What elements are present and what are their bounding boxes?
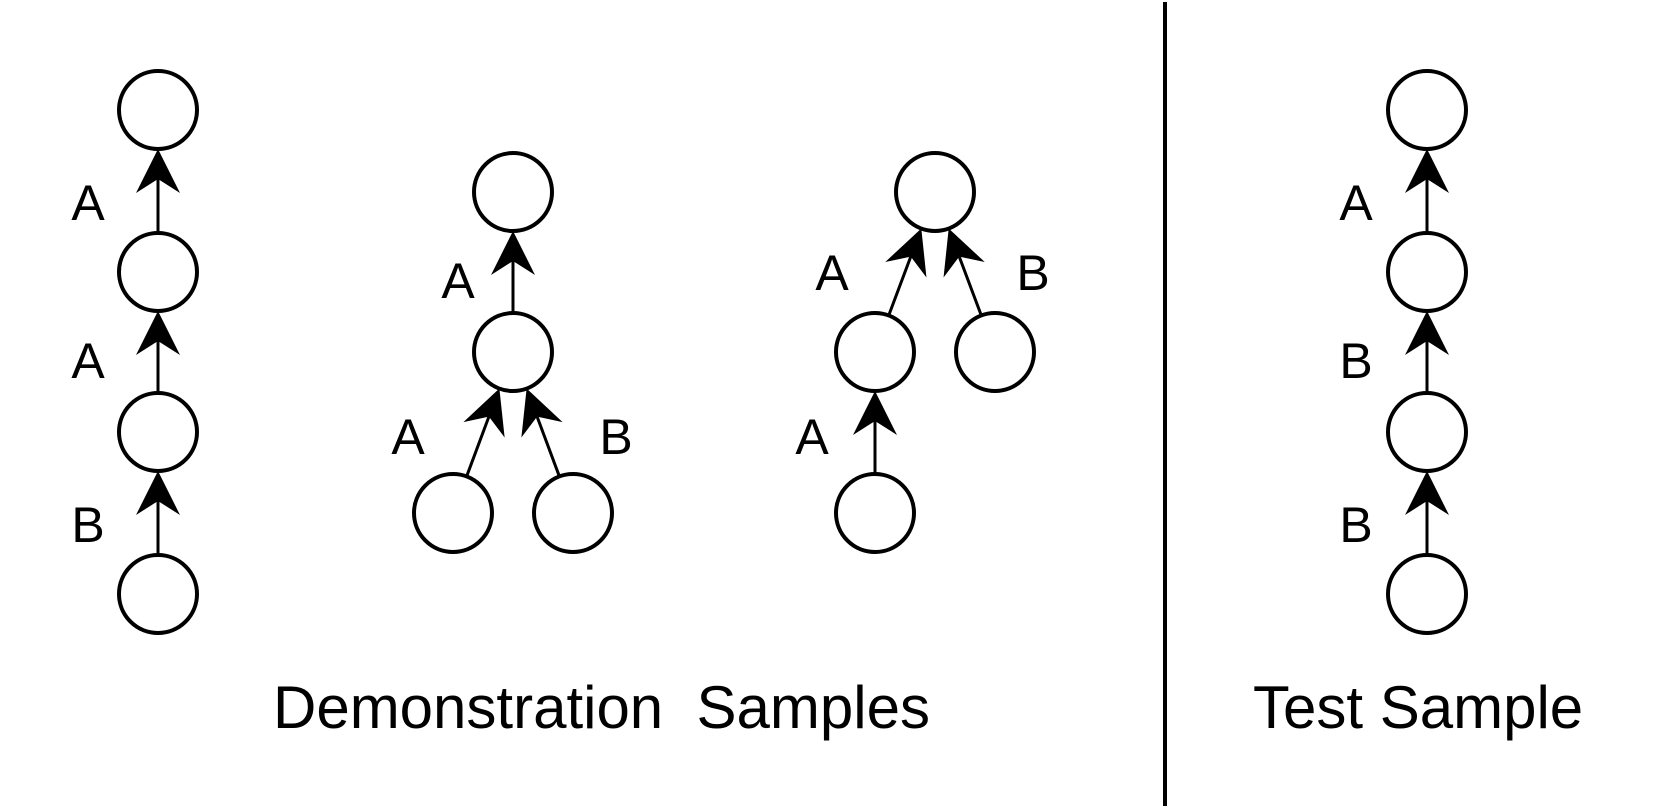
edge-label: A [795,409,829,465]
arrowhead [136,311,180,355]
arrowhead [1405,471,1449,515]
arrowhead [1405,149,1449,193]
graph-node [1386,69,1468,151]
demonstration-caption: Demonstration Samples [273,674,930,741]
edge-label: B [71,497,104,553]
arrowhead [491,231,535,275]
graph-node [117,391,199,473]
arrowhead [885,228,927,278]
arrowhead [521,388,563,438]
edge-label: A [441,253,475,309]
edge-label: B [599,409,632,465]
edge-label: A [391,409,425,465]
graph-node [117,231,199,313]
arrowhead [463,388,505,438]
arrowhead [943,228,985,278]
edge-label: A [815,245,849,301]
test-graph-chain: A B B [1339,69,1468,635]
edge-label: B [1339,333,1372,389]
arrowhead [136,471,180,515]
edge-label: A [71,333,105,389]
graph-node [117,69,199,151]
demonstration-graph-chain: A A B [71,69,199,635]
graph-node [1386,553,1468,635]
graph-node [117,553,199,635]
graph-node [1386,231,1468,313]
graph-node [472,151,554,233]
graph-node [412,472,494,554]
edge-line [465,416,491,477]
graph-node [834,472,916,554]
graph-node [894,151,976,233]
edge-line [957,256,983,317]
arrowhead [1405,311,1449,355]
demonstration-graph-branch: A B A [795,151,1050,554]
test-caption: Test Sample [1253,674,1583,741]
graph-node [834,311,916,393]
edge-label: A [1339,175,1373,231]
edge-label: B [1339,497,1372,553]
graph-node [954,311,1036,393]
arrowhead [853,391,897,435]
edge-label: B [1016,245,1049,301]
graph-node [532,472,614,554]
edge-line [535,416,561,477]
edge-line [887,256,913,317]
edge-label: A [71,175,105,231]
graph-node [1386,391,1468,473]
graph-node [472,311,554,393]
demonstration-graph-fork: A A B [391,151,633,554]
arrowhead [136,149,180,193]
